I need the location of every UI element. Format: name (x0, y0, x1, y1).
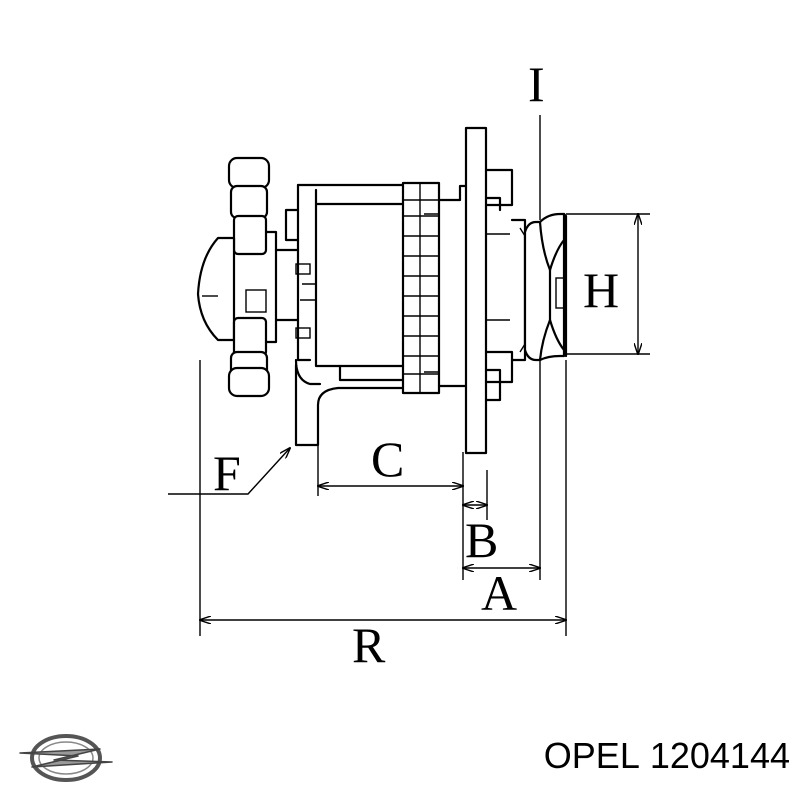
stator-body (300, 188, 408, 382)
dimension-lines (168, 115, 650, 636)
label-r: R (352, 617, 386, 673)
alternator-body (196, 126, 568, 455)
label-b: B (465, 512, 498, 568)
label-a: A (481, 565, 517, 621)
mounting-boss-left (196, 156, 278, 398)
part-number: 1204144 (649, 735, 790, 776)
brand-name: OPEL (543, 735, 640, 776)
opel-blitz-logo-icon (19, 734, 113, 782)
cooling-fan (401, 181, 441, 395)
label-i: I (528, 56, 545, 112)
pulley (523, 212, 568, 362)
label-h: H (583, 262, 619, 318)
front-housing (437, 126, 527, 455)
dimension-labels: I H F C B A R (213, 56, 619, 673)
label-f: F (213, 445, 241, 501)
label-c: C (371, 431, 404, 487)
rear-housing (274, 183, 407, 447)
